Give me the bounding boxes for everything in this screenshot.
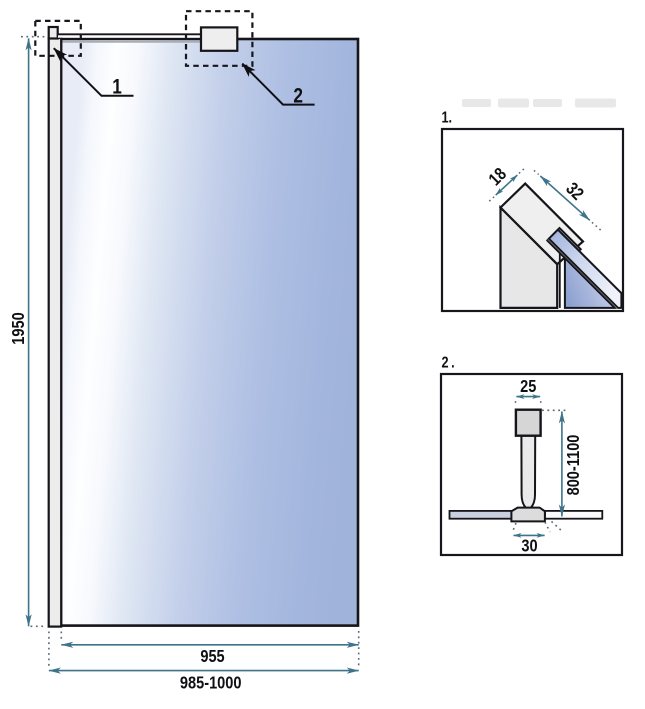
svg-text:985-1000: 985-1000 [180, 673, 242, 693]
svg-text:800-1100: 800-1100 [564, 435, 584, 496]
svg-text:1: 1 [112, 76, 122, 99]
svg-text:25: 25 [520, 377, 536, 397]
svg-text:2: 2 [293, 85, 303, 108]
svg-text:1.: 1. [442, 109, 453, 126]
svg-text:955: 955 [200, 647, 224, 667]
svg-text:1950: 1950 [9, 312, 29, 344]
svg-text:30: 30 [521, 536, 537, 556]
svg-text:2 .: 2 . [442, 354, 455, 371]
